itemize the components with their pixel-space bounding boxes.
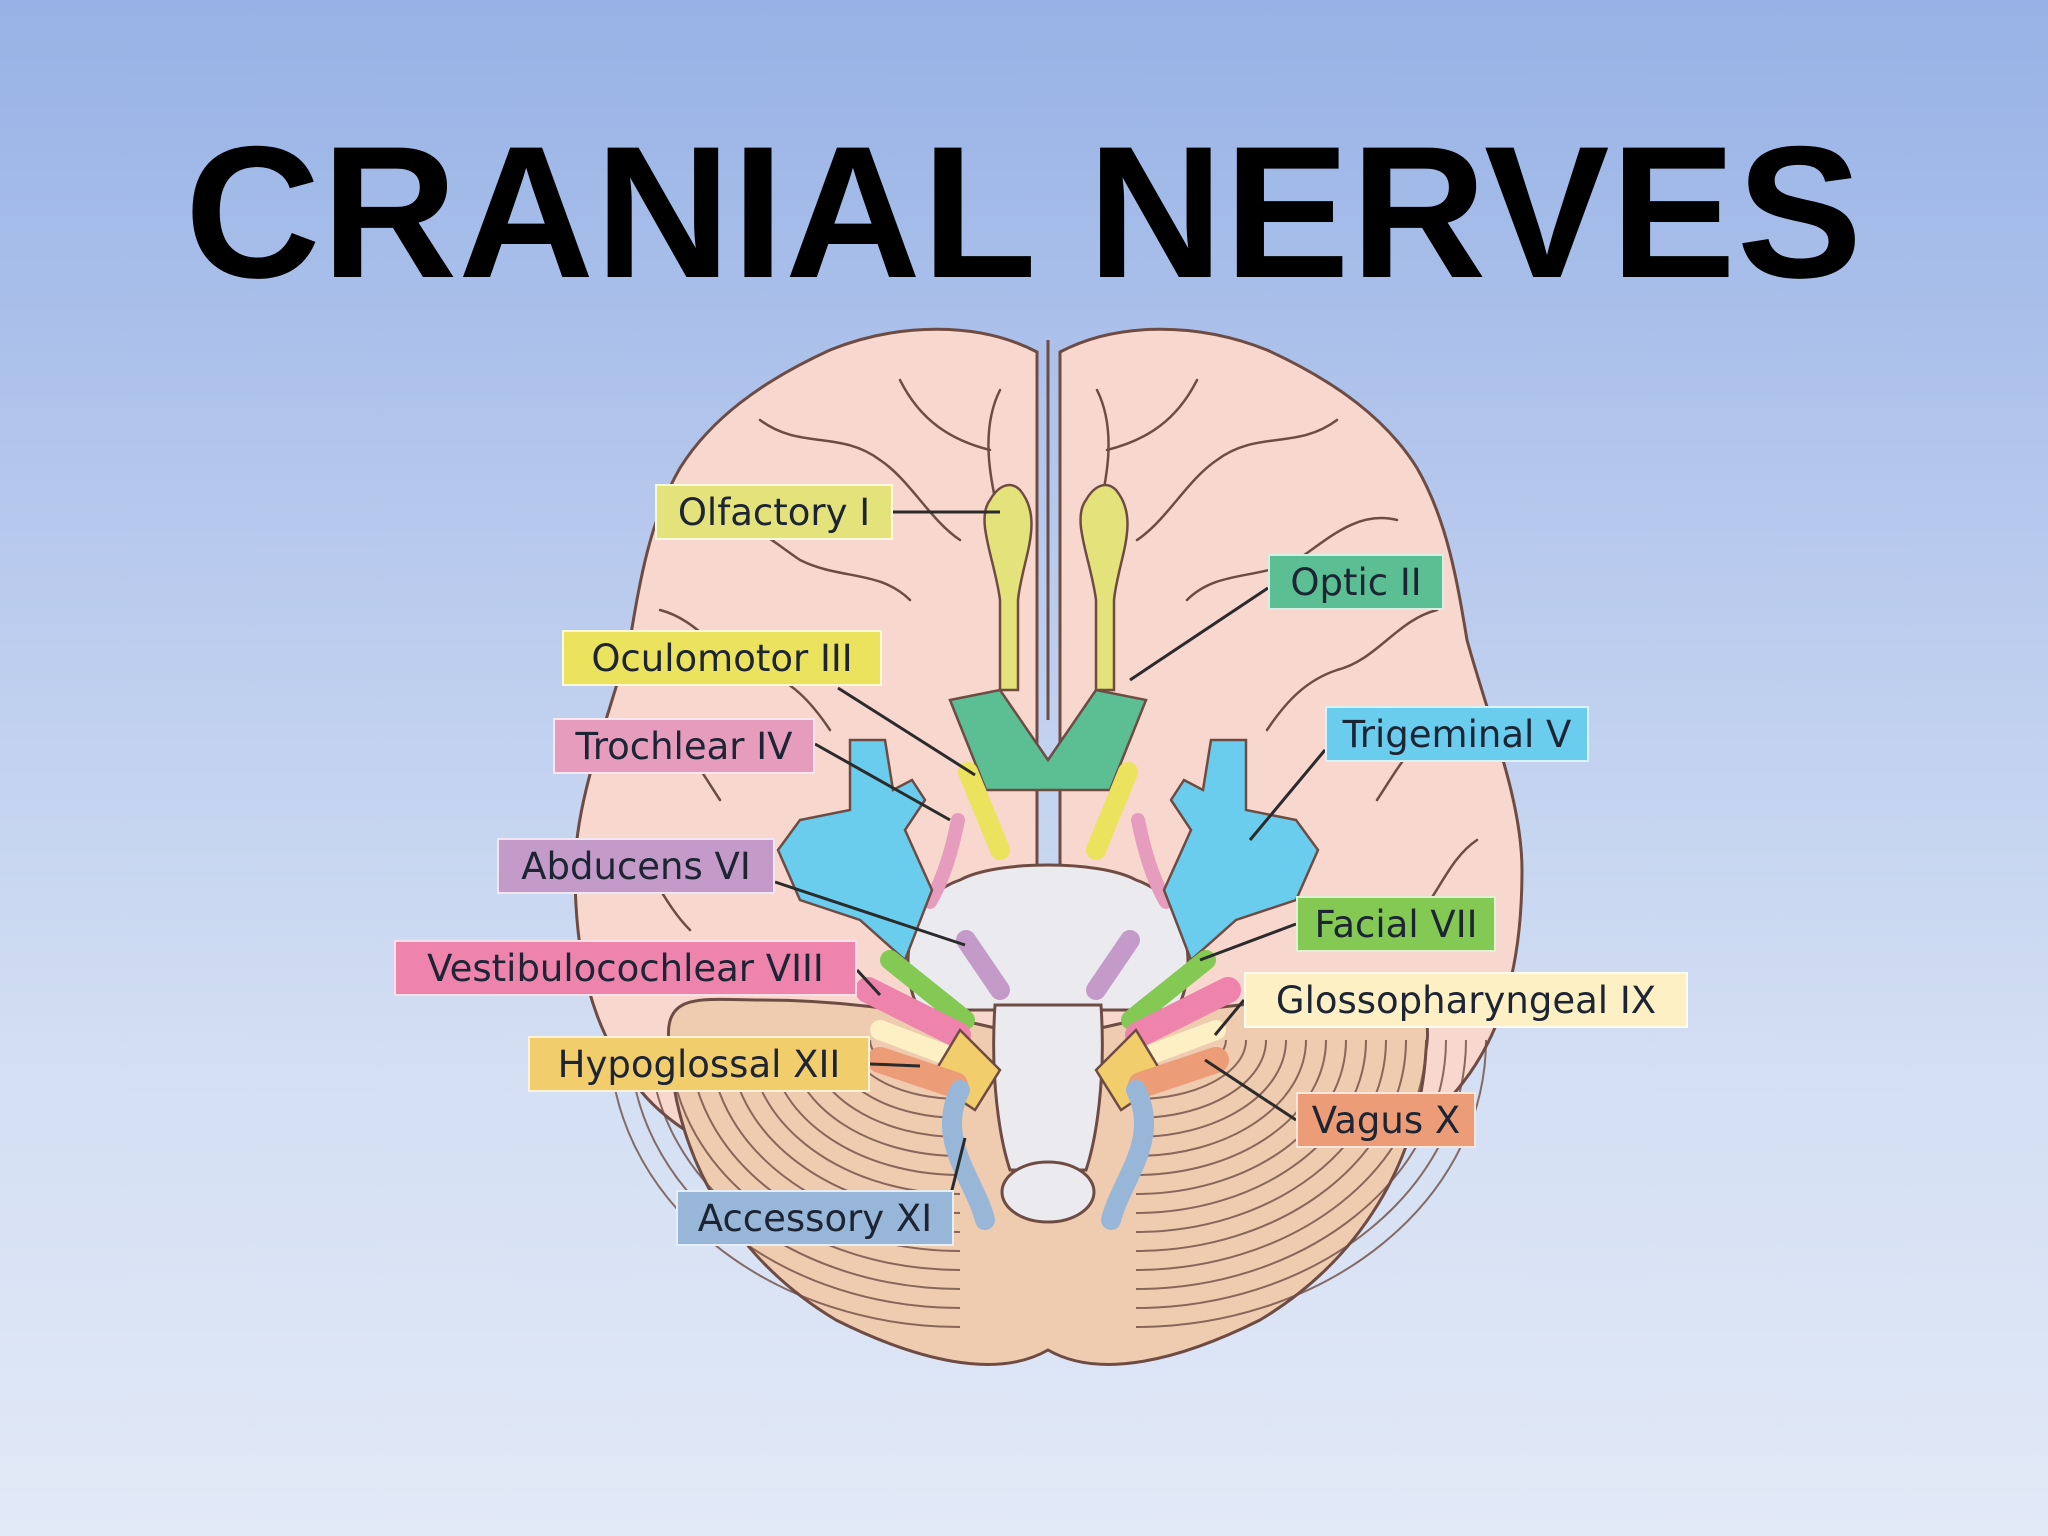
cerebellum-folium bbox=[1135, 1039, 1247, 1100]
trochlear-right bbox=[1131, 813, 1173, 909]
cerebellum-folium bbox=[1135, 1039, 1407, 1252]
label-glossopharyngeal: Glossopharyngeal IX bbox=[1244, 972, 1688, 1028]
label-hypoglossal: Hypoglossal XII bbox=[528, 1036, 870, 1092]
label-accessory: Accessory XI bbox=[676, 1190, 954, 1246]
facial-left bbox=[880, 950, 975, 1030]
label-trochlear: Trochlear IV bbox=[553, 718, 815, 774]
cerebellum-folium bbox=[1135, 1039, 1287, 1138]
cerebellum-folium bbox=[1135, 1039, 1487, 1328]
cerebellum-folium bbox=[1135, 1039, 1267, 1119]
label-vestibulocochlear: Vestibulocochlear VIII bbox=[394, 940, 857, 996]
abducens-right bbox=[1086, 930, 1140, 1000]
facial-right bbox=[1121, 950, 1216, 1030]
cerebellum-folium bbox=[1135, 1039, 1307, 1157]
cerebellum-folium bbox=[1135, 1039, 1387, 1233]
label-facial: Facial VII bbox=[1296, 896, 1496, 952]
label-optic: Optic II bbox=[1268, 554, 1444, 610]
oculomotor-right bbox=[1086, 762, 1138, 860]
label-vagus: Vagus X bbox=[1296, 1092, 1476, 1148]
vestibulocochlear-right bbox=[1125, 977, 1241, 1048]
oculomotor-left bbox=[958, 762, 1010, 860]
pons bbox=[906, 863, 1190, 1012]
accessory-right bbox=[1101, 1080, 1155, 1230]
cerebellum-folium bbox=[1135, 1039, 1347, 1195]
label-abducens: Abducens VI bbox=[497, 838, 775, 894]
optic-chiasm bbox=[948, 688, 1148, 792]
slide-title: CRANIAL NERVES bbox=[184, 107, 1864, 317]
trochlear-left bbox=[923, 813, 965, 909]
cerebellum-folium bbox=[1135, 1039, 1327, 1176]
vagus-right bbox=[1128, 1047, 1229, 1098]
olfactory-bulb-right bbox=[1079, 483, 1129, 692]
vestibulocochlear-left bbox=[855, 977, 971, 1048]
cerebellum-folium bbox=[1135, 1039, 1367, 1214]
spinal-cord-section bbox=[1000, 1160, 1096, 1224]
label-trigeminal: Trigeminal V bbox=[1325, 706, 1589, 762]
label-oculomotor: Oculomotor III bbox=[562, 630, 882, 686]
abducens-left bbox=[956, 930, 1010, 1000]
label-olfactory: Olfactory I bbox=[655, 484, 893, 540]
olfactory-bulb-left bbox=[983, 483, 1033, 692]
medulla bbox=[992, 1003, 1104, 1172]
trigeminal-right bbox=[1162, 738, 1320, 963]
